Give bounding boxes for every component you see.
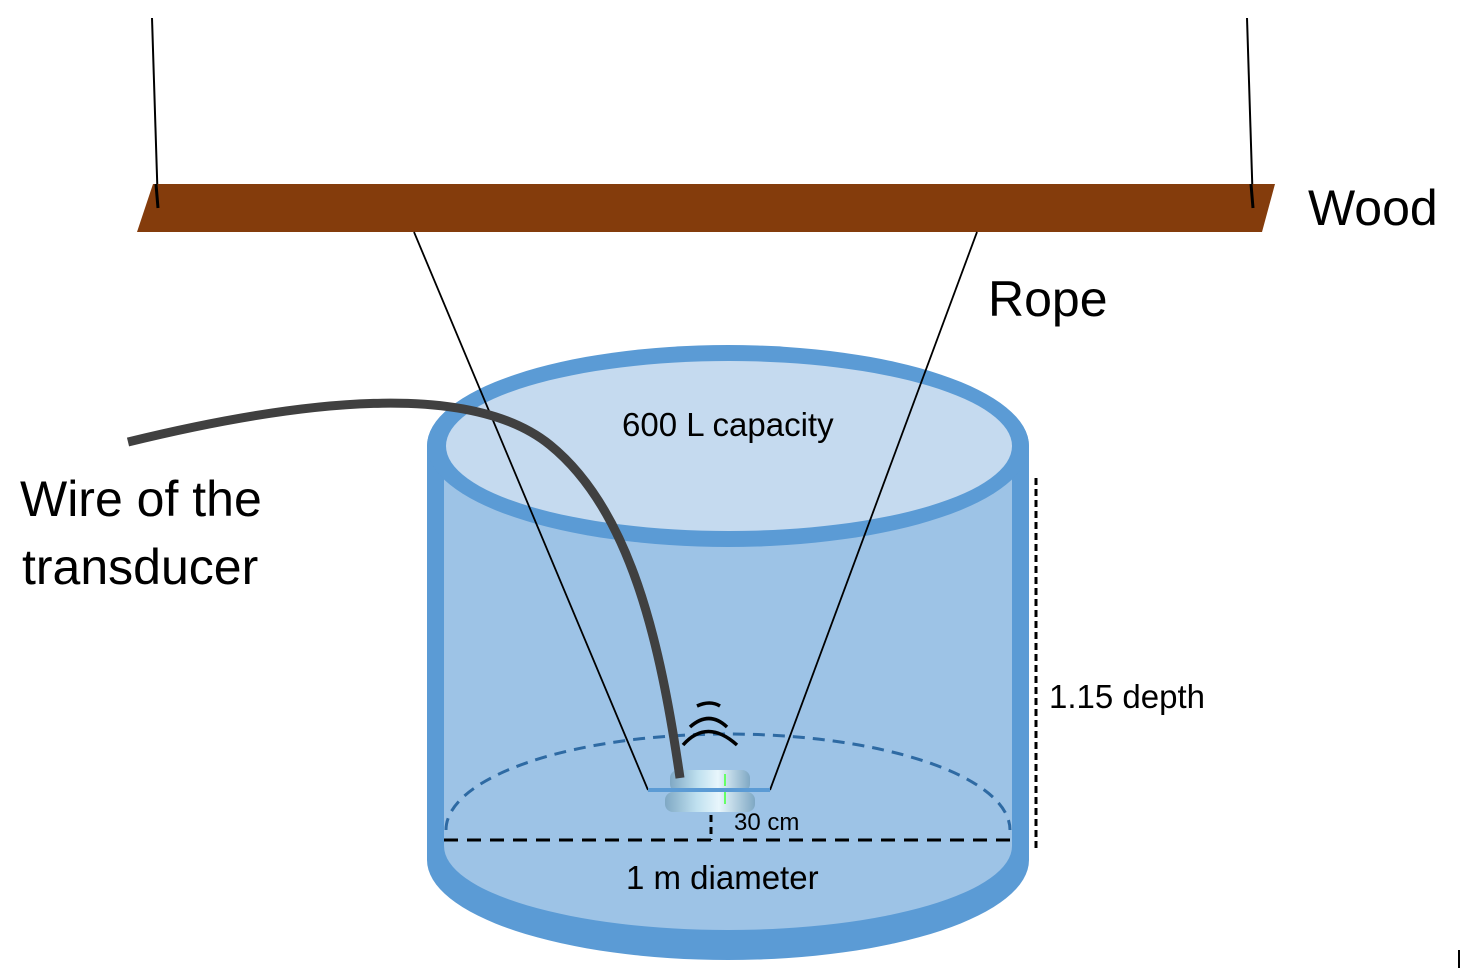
capacity-label: 600 L capacity	[622, 406, 834, 443]
rope-right	[769, 231, 978, 791]
hanging-string-left	[151, 17, 159, 209]
sound-wave-3	[696, 701, 721, 708]
rope-left	[413, 231, 649, 791]
wire-label-line2: transducer	[22, 539, 258, 595]
transducer-body-upper	[670, 770, 750, 792]
sound-wave-icon	[681, 729, 739, 747]
tank-bottom-ellipse	[444, 732, 1012, 831]
transducer-wire	[126, 398, 685, 779]
transducer-body-lower	[665, 792, 755, 812]
sound-wave-2	[688, 716, 729, 729]
hanging-string-right	[1246, 17, 1254, 209]
distance-label: 30 cm	[734, 809, 799, 836]
tank-inner-body	[444, 470, 1012, 930]
wire-label-line1: Wire of the	[20, 471, 262, 527]
diameter-label: 1 m diameter	[626, 859, 819, 896]
string-end-right	[1249, 183, 1255, 209]
wood-plank	[137, 184, 1275, 232]
transducer	[648, 701, 770, 812]
rope-label: Rope	[988, 271, 1108, 327]
wood-label: Wood	[1308, 180, 1438, 236]
tank-top-water	[446, 361, 1012, 531]
string-end-left	[154, 183, 160, 209]
depth-label: 1.15 depth	[1049, 678, 1205, 715]
